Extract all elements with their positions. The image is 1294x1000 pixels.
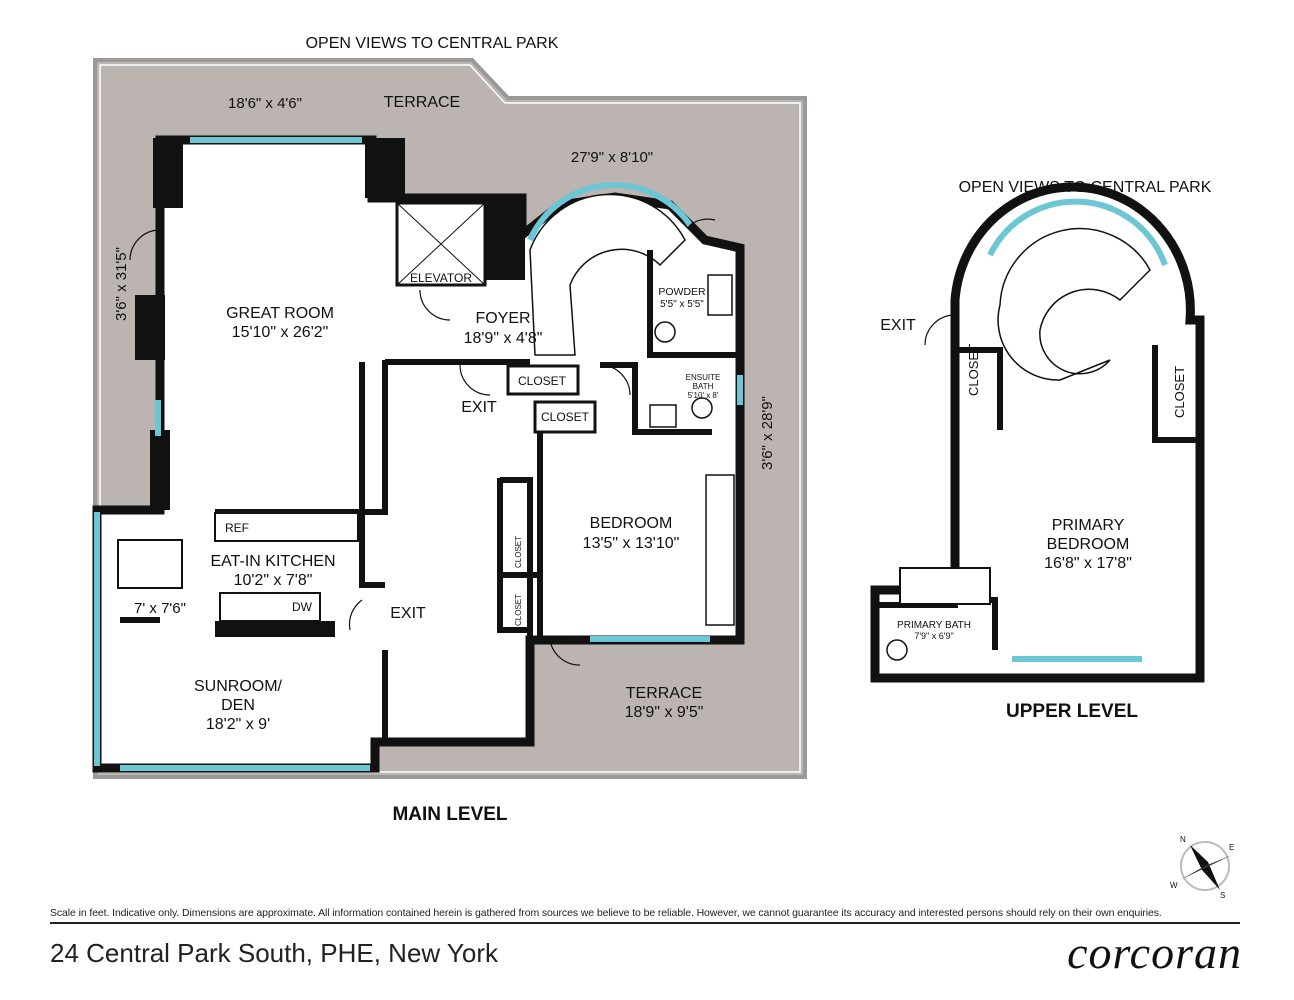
- closet-label: CLOSET: [514, 536, 523, 568]
- compass-e: E: [1229, 843, 1234, 852]
- compass-n: N: [1180, 835, 1186, 844]
- primary-bedroom-label-2: BEDROOM: [1047, 536, 1130, 553]
- window: [737, 375, 743, 405]
- bedroom-label: BEDROOM: [590, 515, 673, 532]
- dining-dim: 7' x 7'6": [134, 600, 186, 617]
- compass-s: S: [1220, 891, 1225, 900]
- divider: [50, 922, 1240, 924]
- great-room-label: GREAT ROOM: [226, 305, 334, 322]
- compass-w: W: [1170, 881, 1178, 890]
- terrace-bottom-label: TERRACE: [626, 685, 702, 702]
- primary-bath-dim: 7'9" x 6'9": [914, 631, 953, 641]
- foyer-dim: 18'9" x 4'8": [464, 330, 543, 347]
- powder-label: POWDER: [658, 286, 706, 298]
- sunroom-label-1: SUNROOM/: [194, 678, 283, 695]
- window: [155, 400, 161, 436]
- powder-dim: 5'5" x 5'5": [660, 299, 704, 310]
- terrace-right-dim: 3'6" x 28'9": [759, 396, 776, 470]
- views-label-upper: OPEN VIEWS TO CENTRAL PARK: [959, 179, 1212, 196]
- views-label-main: OPEN VIEWS TO CENTRAL PARK: [306, 35, 559, 52]
- property-address: 24 Central Park South, PHE, New York: [50, 938, 499, 968]
- terrace-left-dim: 3'6" x 31'5": [113, 247, 130, 321]
- window: [190, 137, 362, 143]
- closet-label: CLOSET: [514, 594, 523, 626]
- corcoran-logo: corcoran: [1067, 927, 1242, 978]
- elevator-label: ELEVATOR: [410, 271, 472, 285]
- ensuite-label-2: BATH: [693, 382, 714, 391]
- upper-interior: [870, 182, 1205, 683]
- exit-label: EXIT: [461, 399, 497, 416]
- spiral-stair: [997, 227, 1151, 381]
- great-room-dim: 15'10" x 26'2": [232, 324, 329, 341]
- terrace-bottom-dim: 18'9" x 9'5": [625, 704, 704, 721]
- window: [590, 636, 710, 642]
- main-level-plan: OPEN VIEWS TO CENTRAL PARK 18'6" x 4'6" …: [92, 35, 807, 825]
- bedroom-dim: 13'5" x 13'10": [583, 535, 680, 552]
- window: [1012, 656, 1142, 662]
- upper-level-title: UPPER LEVEL: [1006, 701, 1138, 722]
- upper-exit-label: EXIT: [880, 317, 916, 334]
- closet-label: CLOSET: [966, 344, 981, 396]
- dw-label: DW: [292, 600, 313, 614]
- terrace-top-dim-left: 18'6" x 4'6": [228, 95, 302, 112]
- upper-level-plan: OPEN VIEWS TO CENTRAL PARK EXIT CLOSET C…: [870, 179, 1212, 722]
- ensuite-dim: 5'10' x 8': [688, 391, 719, 400]
- closet-label: CLOSET: [518, 374, 567, 388]
- primary-bedroom-label-1: PRIMARY: [1052, 517, 1125, 534]
- sunroom-dim: 18'2" x 9': [206, 716, 270, 733]
- primary-bedroom-dim: 16'8" x 17'8": [1044, 555, 1132, 572]
- kitchen-label: EAT-IN KITCHEN: [210, 553, 335, 570]
- ensuite-label-1: ENSUITE: [686, 373, 721, 382]
- spiral-stair: [529, 193, 686, 356]
- window: [94, 512, 100, 766]
- exit-label: EXIT: [390, 605, 426, 622]
- foyer-label: FOYER: [475, 310, 530, 327]
- terrace-top-dim-right: 27'9" x 8'10": [571, 149, 653, 166]
- closet-label: CLOSET: [1172, 366, 1187, 418]
- sunroom-label-2: DEN: [221, 697, 255, 714]
- terrace-top-label: TERRACE: [384, 94, 460, 111]
- disclaimer: Scale in feet. Indicative only. Dimensio…: [50, 907, 1162, 919]
- closet-label: CLOSET: [541, 410, 590, 424]
- kitchen-dim: 10'2" x 7'8": [234, 572, 313, 589]
- ref-label: REF: [225, 521, 249, 535]
- window: [120, 765, 370, 771]
- primary-bath-label: PRIMARY BATH: [897, 620, 971, 631]
- compass-rose-icon: N E W S: [1170, 835, 1234, 900]
- main-level-title: MAIN LEVEL: [392, 804, 507, 825]
